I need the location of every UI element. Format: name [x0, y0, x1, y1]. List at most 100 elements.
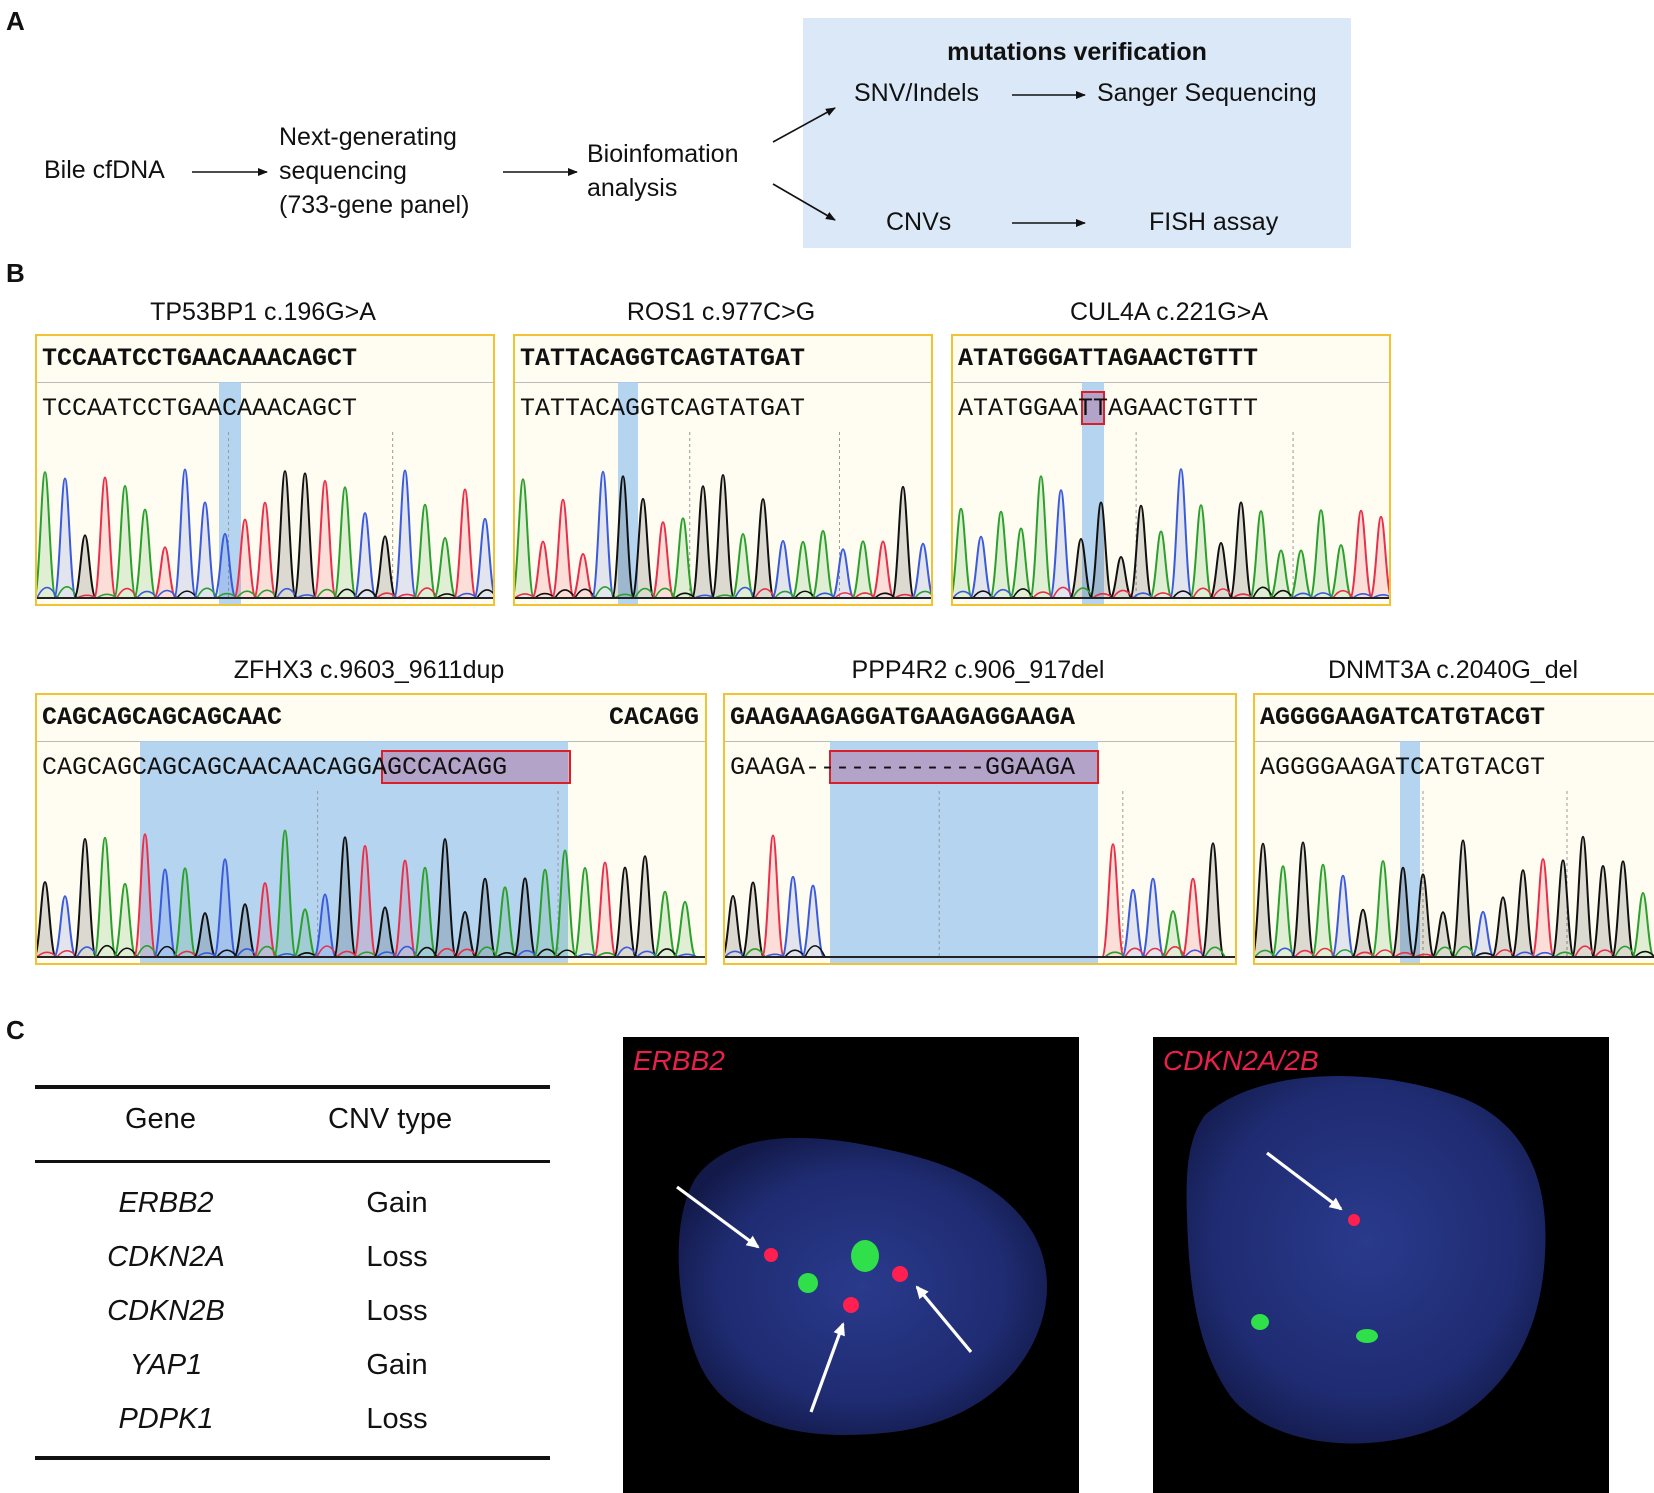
sanger-trace-ppp4r2: GAAGAAGAGGATGAAGAGGAAGA GAAGA-----------… [723, 693, 1237, 965]
trace-peak [53, 477, 77, 599]
trace-peak [1271, 865, 1295, 958]
trace-noise [476, 589, 493, 599]
table-cell-type: Gain [366, 1187, 428, 1219]
arrow [676, 1185, 760, 1249]
chromatogram [1255, 741, 1654, 963]
trace-peak [433, 537, 457, 599]
arrow [809, 1322, 845, 1413]
trace-peak [1531, 858, 1555, 958]
trace-peak [1291, 841, 1315, 958]
trace-peak [313, 480, 337, 599]
reference-sequence: TCCAATCCTGAACAAACAGCT [37, 336, 493, 383]
trace-peak [911, 542, 931, 599]
trace-peak [1329, 544, 1353, 599]
trace-peak [253, 501, 277, 599]
trace-peak [53, 895, 77, 958]
panel-label-a: A [6, 6, 25, 36]
trace-peak [513, 877, 537, 958]
trace-peak [1069, 537, 1093, 599]
trace-peak [741, 881, 765, 958]
panel-label-b: B [6, 258, 25, 288]
trace-peak [1169, 468, 1193, 599]
trace-peak [1229, 501, 1253, 599]
called-sequence: TATTACAGGTCAGTATGAT [520, 394, 806, 423]
flow-bio-line1: Bioinfomation [587, 140, 739, 168]
arrow-bio-to-snv [772, 107, 836, 143]
table-header-gene: Gene [125, 1103, 196, 1135]
trace-peak [253, 882, 277, 958]
trace-peak [1369, 515, 1389, 599]
trace-peak [591, 470, 615, 599]
panel-label-c: C [6, 1015, 25, 1045]
trace-peak [711, 474, 735, 599]
trace-peak [751, 498, 775, 599]
reference-sequence: AGGGGAAGATCATGTACGT [1255, 695, 1654, 742]
trace-peak [573, 866, 597, 958]
trace-peak [1631, 891, 1654, 958]
trace-peak [1181, 877, 1205, 958]
trace-peak [1511, 869, 1535, 958]
sanger-title-ros1: ROS1 c.977C>G [626, 298, 816, 326]
trace-peak [1255, 842, 1275, 958]
table-cell-type: Loss [366, 1403, 428, 1435]
trace-noise [1252, 586, 1274, 599]
trace-peak [1349, 509, 1373, 599]
table-header-cnv-type: CNV type [328, 1103, 453, 1135]
trace-peak [1289, 549, 1313, 599]
trace-peak [969, 535, 993, 599]
trace-peak [233, 903, 257, 958]
red-signal [892, 1266, 908, 1282]
trace-peak [113, 882, 137, 958]
trace-noise [1634, 950, 1654, 958]
flow-node-fish: FISH assay [1149, 208, 1279, 236]
trace-peak [1101, 843, 1125, 958]
table-cell-gene: CDKN2B [107, 1295, 225, 1327]
trace-peak [37, 471, 57, 599]
trace-peak [1089, 501, 1113, 599]
flow-bio-line2: analysis [587, 174, 678, 202]
trace-peak [473, 877, 497, 958]
trace-peak [989, 510, 1013, 599]
called-sequence: ATATGGAATTAGAACTGTTT [958, 394, 1259, 423]
trace-peak [273, 829, 297, 958]
trace-noise [914, 590, 931, 599]
chromatogram [37, 741, 705, 963]
trace-peak [851, 540, 875, 599]
trace-peak [333, 836, 357, 958]
arrow [915, 1285, 973, 1354]
chromatogram [953, 382, 1389, 604]
trace-peak [1371, 860, 1395, 958]
trace-peak [1201, 842, 1225, 958]
reference-sequence: GAAGAAGAGGATGAAGAGGAAGA [725, 695, 1235, 742]
sanger-trace-tp53bp1: TCCAATCCTGAACAAACAGCT TCCAATCCTGAACAAACA… [35, 334, 495, 606]
called-sequence: GAAGA------------GGAAGA [730, 753, 1076, 782]
trace-peak [293, 472, 317, 599]
trace-noise [1454, 945, 1476, 958]
trace-peak [453, 910, 477, 958]
trace-peak [413, 866, 437, 958]
trace-peak [373, 906, 397, 958]
trace-peak [1149, 530, 1173, 599]
table-cell-type: Gain [366, 1349, 428, 1381]
trace-peak [1491, 896, 1515, 958]
sanger-trace-ros1: TATTACAGGTCAGTATGAT TATTACAGGTCAGTATGAT [513, 334, 933, 606]
trace-peak [1411, 873, 1435, 958]
trace-peak [73, 534, 97, 599]
mutation-box [1081, 391, 1105, 425]
trace-peak [193, 912, 217, 958]
trace-peak [1591, 864, 1615, 958]
trace-peak [651, 521, 675, 599]
sanger-title-dnmt3a: DNMT3A c.2040G_del [1327, 656, 1579, 684]
trace-peak [1551, 859, 1575, 958]
sanger-title-tp53bp1: TP53BP1 c.196G>A [150, 298, 376, 326]
chromatogram [515, 382, 931, 604]
trace-peak [781, 875, 805, 958]
called-sequence: AGGGGAAGATCATGTACGT [1260, 753, 1546, 782]
green-signal [1251, 1314, 1269, 1330]
flow-node-bile-cfdna: Bile cfDNA [44, 156, 165, 184]
trace-peak [593, 861, 617, 958]
trace-peak [133, 833, 157, 958]
trace-noise [1204, 946, 1226, 958]
trace-peak [333, 486, 357, 599]
